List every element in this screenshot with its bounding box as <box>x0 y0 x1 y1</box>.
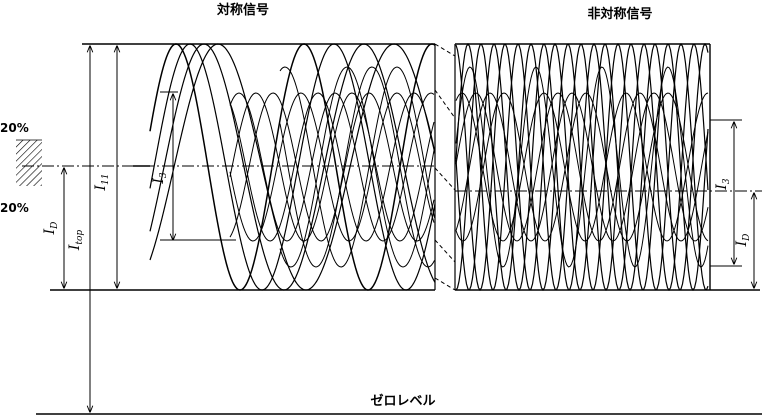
label-i11: I11 <box>93 174 111 192</box>
waveform-trace <box>149 43 436 291</box>
waveform-trace <box>149 43 436 291</box>
svg-text:Itop: Itop <box>67 230 85 252</box>
waveform-trace <box>279 66 435 268</box>
svg-text:I3: I3 <box>714 178 732 191</box>
waveform-trace <box>455 42 709 292</box>
waveform-trace <box>455 92 709 242</box>
svg-text:ID: ID <box>734 234 752 248</box>
label-i3-left: I3 <box>151 172 169 185</box>
waveform-trace <box>455 42 709 292</box>
waveform-trace <box>149 43 436 291</box>
svg-text:I11: I11 <box>93 174 111 192</box>
percent-lower: 20% <box>0 201 29 215</box>
waveform-trace <box>279 66 435 268</box>
frame-lines <box>50 43 760 291</box>
label-itop: Itop <box>67 230 85 252</box>
waveform-trace <box>279 66 435 268</box>
svg-text:I3: I3 <box>151 172 169 185</box>
dimension-arrows-left <box>64 46 236 412</box>
title-asymmetric: 非対称信号 <box>587 6 652 22</box>
break-marks <box>434 43 456 291</box>
waveform-trace <box>229 92 435 242</box>
waveform-trace <box>229 92 435 242</box>
percent-upper: 20% <box>0 121 29 135</box>
waveform-trace <box>455 42 709 292</box>
waveform-trace <box>455 92 709 242</box>
asymmetric-eye-pattern <box>455 42 709 292</box>
waveform-trace <box>229 92 435 242</box>
waveform-trace <box>455 92 709 242</box>
label-i3-right: I3 <box>714 178 732 191</box>
title-symmetric: 対称信号 <box>216 2 269 18</box>
label-id-right: ID <box>734 234 752 248</box>
waveform-trace <box>455 66 709 268</box>
tolerance-band <box>16 140 42 186</box>
label-id-left: ID <box>42 222 60 236</box>
zero-level-label: ゼロレベル <box>370 393 435 409</box>
dimension-arrows-right <box>710 119 754 288</box>
svg-text:ID: ID <box>42 222 60 236</box>
waveform-trace <box>455 42 709 292</box>
waveform-trace <box>455 92 709 242</box>
waveform-trace <box>149 43 436 291</box>
waveform-trace <box>229 92 435 242</box>
symmetric-eye-pattern <box>133 43 436 291</box>
